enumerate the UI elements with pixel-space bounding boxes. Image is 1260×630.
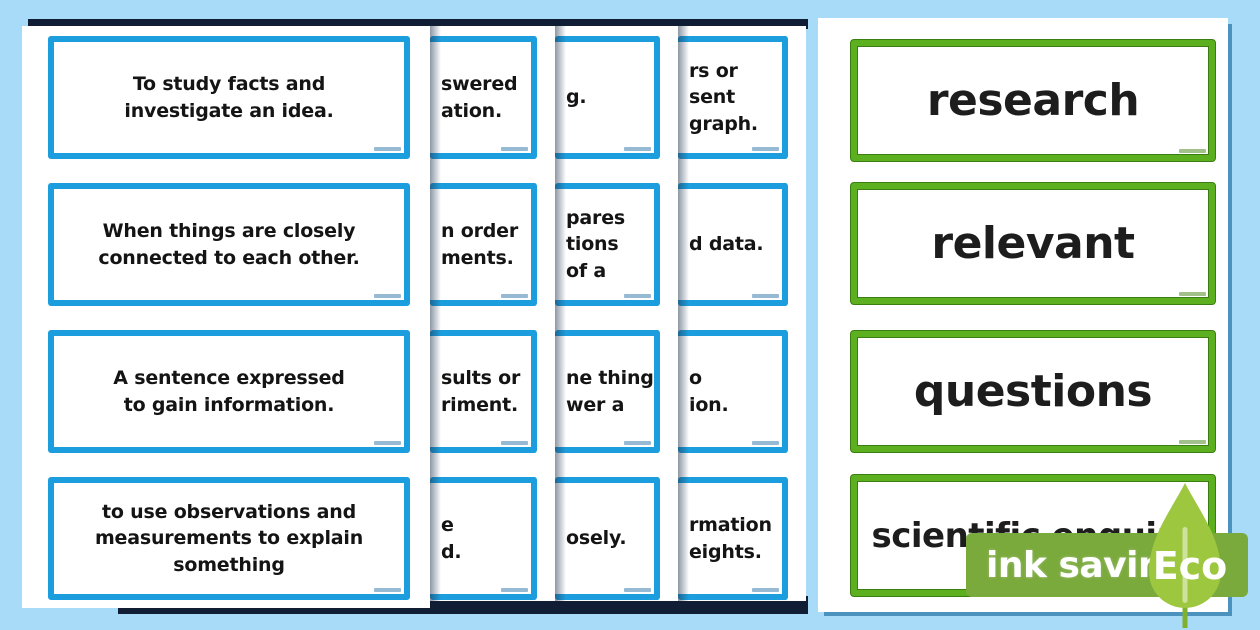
twinkl-watermark xyxy=(624,294,651,298)
definition-card-partial: ne thing wer a xyxy=(555,330,660,453)
page-stack-shadow-top xyxy=(28,19,808,29)
twinkl-watermark xyxy=(1179,440,1206,444)
twinkl-watermark xyxy=(501,147,528,151)
definition-card-text-fragment: rmation eights. xyxy=(689,514,772,563)
definition-card-partial: g. xyxy=(555,36,660,159)
definition-card: To study facts and investigate an idea. xyxy=(48,36,410,159)
definition-card-text-fragment: osely. xyxy=(566,527,627,550)
definition-card-partial: e d. xyxy=(430,477,537,600)
twinkl-watermark xyxy=(374,441,401,445)
word-card-label: relevant xyxy=(931,218,1135,269)
definition-card-text-fragment: e d. xyxy=(441,514,462,563)
definition-card-partial: pares tions of a xyxy=(555,183,660,306)
twinkl-watermark xyxy=(624,441,651,445)
definition-card-text-fragment: sults or riment. xyxy=(441,367,521,416)
twinkl-watermark xyxy=(624,147,651,151)
eco-label: Eco xyxy=(1152,544,1228,588)
twinkl-watermark xyxy=(752,147,779,151)
word-card: research xyxy=(851,40,1215,161)
definition-card-partial: n order ments. xyxy=(430,183,537,306)
definition-page-stacked-3: g. pares tions of a ne thing wer a osely… xyxy=(555,26,678,601)
word-card-label: research xyxy=(926,75,1140,126)
word-card: relevant xyxy=(851,183,1215,304)
twinkl-watermark xyxy=(374,588,401,592)
definition-card-partial: rmation eights. xyxy=(678,477,788,600)
twinkl-watermark xyxy=(1179,292,1206,296)
eco-leaf-icon xyxy=(1149,483,1221,628)
definition-card-text: to use observations and measurements to … xyxy=(94,501,364,576)
definition-card-text-fragment: d data. xyxy=(689,233,764,256)
definition-card: When things are closely connected to eac… xyxy=(48,183,410,306)
definition-card-partial: d data. xyxy=(678,183,788,306)
twinkl-watermark xyxy=(752,588,779,592)
definition-page-stacked-4: rs or sent graph. d data. o ion. rmation… xyxy=(678,26,806,601)
definition-card-text: To study facts and investigate an idea. xyxy=(124,73,334,122)
definition-card-partial: osely. xyxy=(555,477,660,600)
twinkl-watermark xyxy=(752,294,779,298)
definition-card: A sentence expressed to gain information… xyxy=(48,330,410,453)
twinkl-watermark xyxy=(501,441,528,445)
twinkl-watermark xyxy=(374,147,401,151)
word-card: questions xyxy=(851,331,1215,452)
twinkl-watermark xyxy=(374,294,401,298)
definition-page-stacked-2: swered ation. n order ments. sults or ri… xyxy=(430,26,555,601)
twinkl-watermark xyxy=(752,441,779,445)
definition-card-text-fragment: rs or sent graph. xyxy=(689,60,758,135)
twinkl-watermark xyxy=(1179,149,1206,153)
definition-card-text-fragment: n order ments. xyxy=(441,220,519,269)
definition-card-text-fragment: swered ation. xyxy=(441,73,518,122)
definition-card-partial: sults or riment. xyxy=(430,330,537,453)
word-card-label: questions xyxy=(913,366,1153,417)
definition-card-text-fragment: g. xyxy=(566,86,587,109)
definition-card-text-fragment: pares tions of a xyxy=(566,207,625,282)
definition-card-text: When things are closely connected to eac… xyxy=(98,220,360,269)
twinkl-watermark xyxy=(501,588,528,592)
twinkl-watermark xyxy=(501,294,528,298)
definition-card-partial: rs or sent graph. xyxy=(678,36,788,159)
definition-card-text: A sentence expressed to gain information… xyxy=(113,367,345,416)
definition-card-partial: o ion. xyxy=(678,330,788,453)
twinkl-watermark xyxy=(624,588,651,592)
definition-card: to use observations and measurements to … xyxy=(48,477,410,600)
definition-card-text-fragment: o ion. xyxy=(689,367,729,416)
definition-card-partial: swered ation. xyxy=(430,36,537,159)
definition-page-front: To study facts and investigate an idea. … xyxy=(22,26,430,608)
definition-card-text-fragment: ne thing wer a xyxy=(566,367,654,416)
